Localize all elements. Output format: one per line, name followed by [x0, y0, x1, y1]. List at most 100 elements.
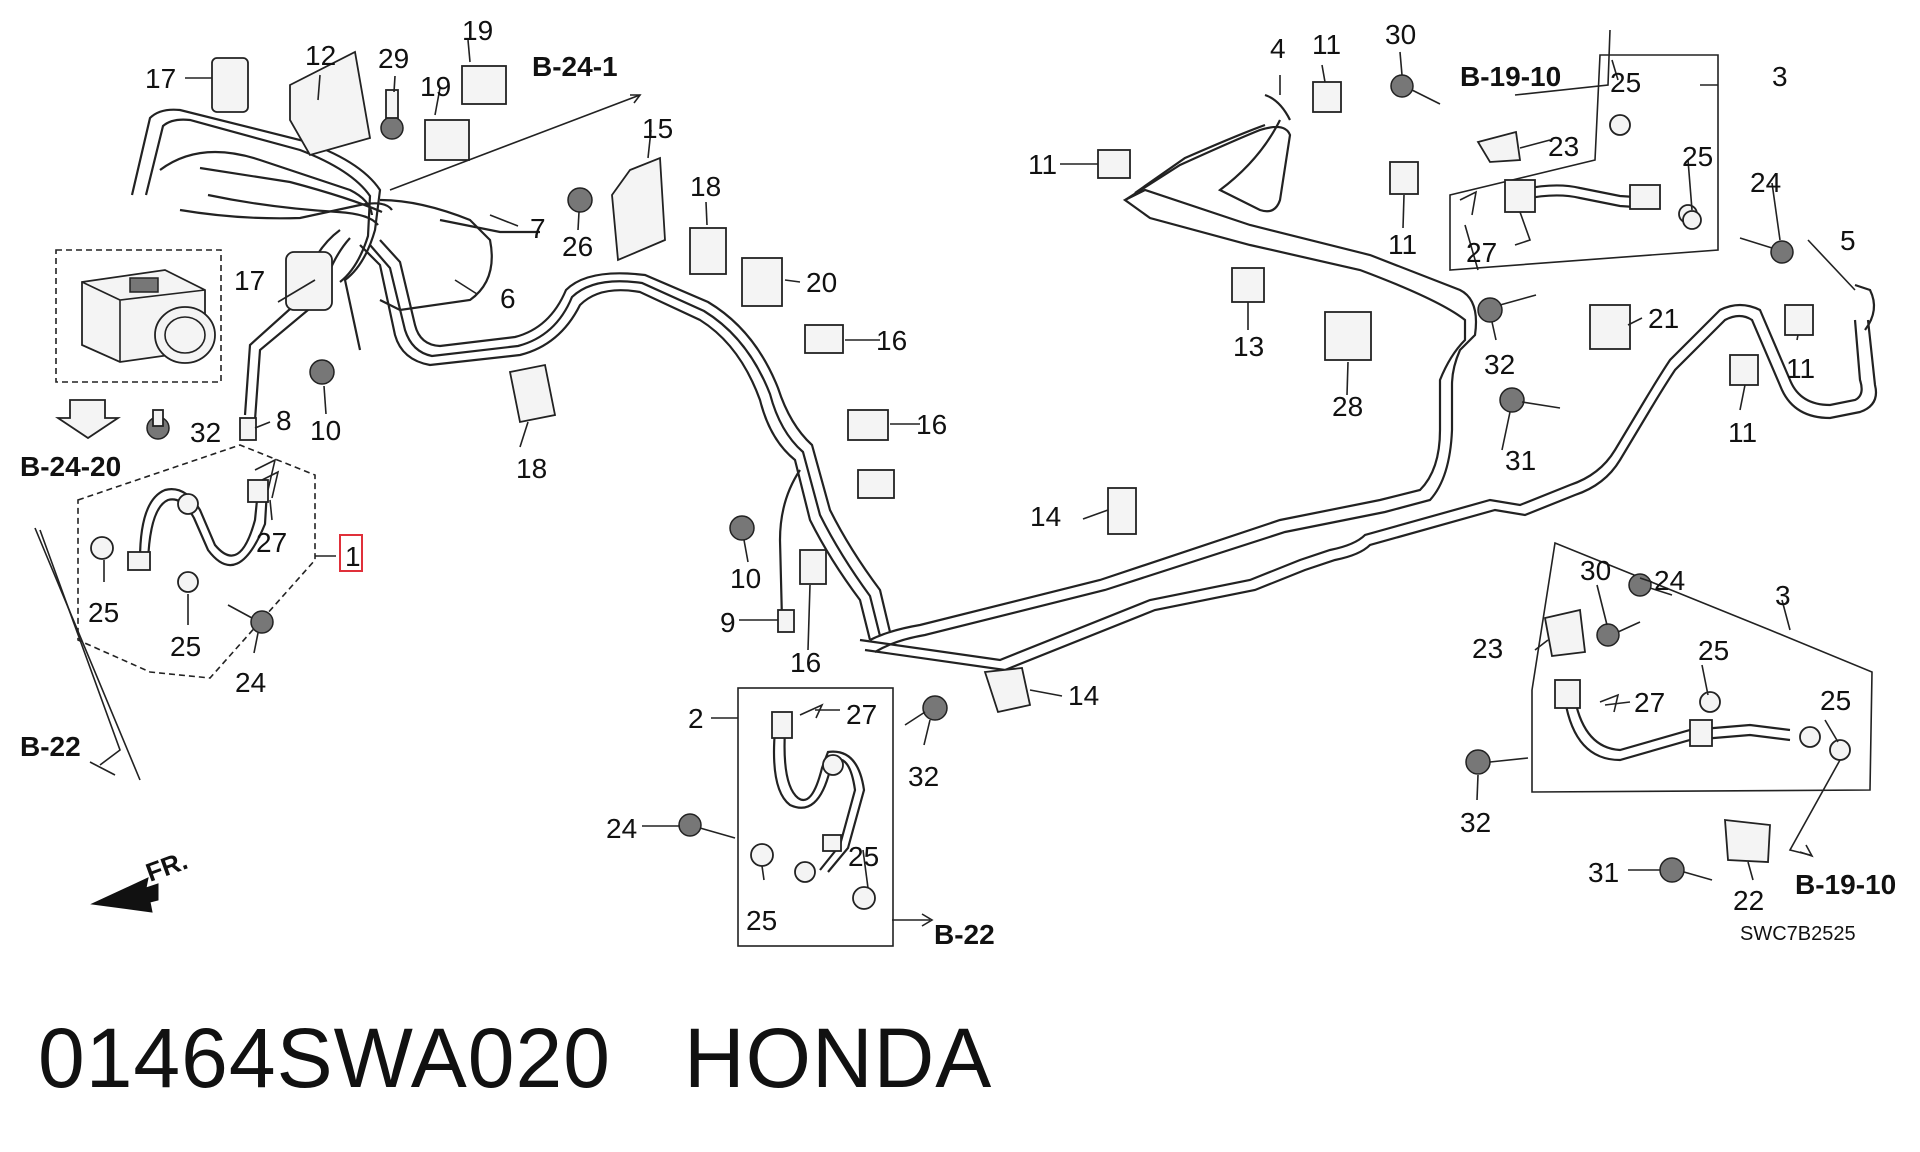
label-27-a: 27 [256, 527, 287, 558]
washer-25-d [177, 571, 199, 593]
label-3-bottom: 3 [1775, 580, 1791, 611]
label-32-top: 32 [1484, 349, 1515, 380]
bolt-31-bottom [1659, 857, 1713, 883]
ref-b-22-center: B-22 [934, 919, 995, 950]
front-arrow-icon [90, 877, 159, 913]
label-30-top: 30 [1385, 19, 1416, 50]
label-26: 26 [562, 231, 593, 262]
clip-20 [741, 257, 783, 307]
down-arrow-icon [55, 399, 121, 440]
label-10-center: 10 [730, 563, 761, 594]
label-3-top: 3 [1772, 61, 1788, 92]
label-11-c: 11 [1388, 229, 1417, 260]
clip-11-e [1729, 354, 1759, 386]
label-24-bottom: 24 [1654, 565, 1685, 596]
fitting-8 [239, 417, 257, 441]
label-18-top: 18 [690, 171, 721, 202]
label-27-d: 27 [1634, 687, 1665, 718]
label-7: 7 [530, 213, 546, 244]
label-9: 9 [720, 607, 736, 638]
label-24-left: 24 [235, 667, 266, 698]
footer-spacer [611, 1011, 684, 1105]
label-25-h: 25 [1820, 685, 1851, 716]
abs-modulator [55, 249, 222, 383]
label-32-bottom: 32 [1460, 807, 1491, 838]
label-11-b: 11 [1312, 29, 1341, 60]
label-31-bottom: 31 [1588, 857, 1619, 888]
bolt-24-center [678, 813, 736, 839]
label-6: 6 [500, 283, 516, 314]
label-18-bottom: 18 [516, 453, 547, 484]
washer-25-e [750, 843, 774, 867]
clip-16-c [857, 469, 895, 499]
brake-lines-diagram: 1 2 3 3 4 5 6 7 8 9 10 10 11 11 11 11 11… [20, 15, 1896, 950]
bolt-30-bottom [1596, 621, 1641, 647]
label-15: 15 [642, 113, 673, 144]
washer-25-h [1829, 739, 1851, 761]
label-12: 12 [305, 40, 336, 71]
label-17-top: 17 [145, 63, 176, 94]
label-32-left: 32 [190, 417, 221, 448]
label-11-e: 11 [1728, 417, 1757, 448]
clip-11-b [1312, 81, 1342, 113]
label-24-top: 24 [1750, 167, 1781, 198]
bracket-23-bottom [1543, 608, 1586, 657]
label-25-e: 25 [848, 841, 879, 872]
bolt-32-left [146, 409, 170, 440]
label-16-b: 16 [916, 409, 947, 440]
label-31-top: 31 [1505, 445, 1536, 476]
ref-b-22-left: B-22 [20, 731, 81, 762]
label-5: 5 [1840, 225, 1856, 256]
ref-b-24-20: B-24-20 [20, 451, 121, 482]
bolt-32-top [1477, 294, 1537, 323]
label-23-bottom: 23 [1472, 633, 1503, 664]
label-14-a: 14 [1030, 501, 1061, 532]
clip-16-b [847, 409, 889, 441]
brand-name: HONDA [683, 1011, 993, 1105]
label-2: 2 [688, 703, 704, 734]
label-20: 20 [806, 267, 837, 298]
label-16-c: 16 [790, 647, 821, 678]
clip-28 [1324, 311, 1372, 361]
label-21: 21 [1648, 303, 1679, 334]
washer-25-g [1699, 691, 1721, 713]
reference-labels: B-24-1 B-24-20 B-22 B-22 B-19-10 B-19-10 [20, 51, 1896, 950]
label-22: 22 [1733, 885, 1764, 916]
rear-brake-pipes [859, 93, 1878, 672]
label-25-g: 25 [1698, 635, 1729, 666]
washer-25-f [852, 886, 876, 910]
clip-13 [1231, 267, 1265, 303]
clip-14-a [1107, 487, 1137, 535]
bolt-29 [380, 89, 404, 140]
label-13: 13 [1233, 331, 1264, 362]
label-27-c: 27 [1466, 237, 1497, 268]
bolt-30-top [1390, 74, 1441, 105]
label-32-center: 32 [908, 761, 939, 792]
washer-25-b [1682, 210, 1702, 230]
clip-11-c [1389, 161, 1419, 195]
rear-hose-assembly-lower [1531, 541, 1873, 863]
clip-18-upper [689, 227, 727, 275]
label-23-top: 23 [1548, 131, 1579, 162]
bracket-15 [611, 156, 666, 262]
label-17-bottom: 17 [234, 265, 265, 296]
label-11-d: 11 [1786, 353, 1815, 384]
label-25-d: 25 [170, 631, 201, 662]
part-number: 01464SWA020 [38, 1011, 611, 1105]
clip-11-a [1097, 149, 1131, 179]
label-28: 28 [1332, 391, 1363, 422]
clip-27-d [1599, 693, 1620, 713]
reference-arrows [34, 29, 1841, 927]
clip-27-b [799, 703, 824, 719]
label-11-a: 11 [1028, 149, 1057, 180]
leader-lines [103, 39, 1856, 889]
bracket-23-top [1476, 130, 1522, 163]
label-19-bottom: 19 [420, 71, 451, 102]
front-marker: FR. [142, 845, 192, 888]
clip-11-d [1784, 304, 1814, 336]
label-25-c: 25 [88, 597, 119, 628]
clip-17-lower [285, 251, 333, 311]
grommet-10-a [309, 359, 335, 385]
clip-18-lower [508, 363, 557, 424]
bracket-21 [1589, 304, 1631, 350]
